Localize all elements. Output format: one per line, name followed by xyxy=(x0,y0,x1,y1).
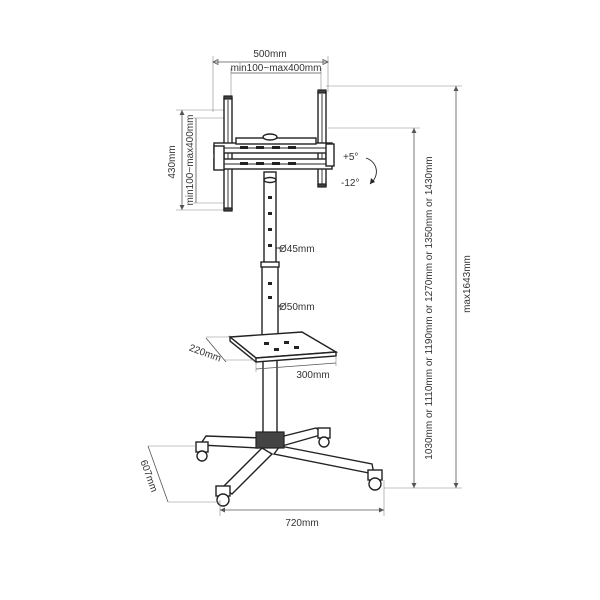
base-width-dimension xyxy=(219,480,385,516)
shelf-depth-label: 220mm xyxy=(187,343,222,365)
tilt-arrow-icon xyxy=(365,157,377,185)
bracket-height-dimension xyxy=(176,109,225,211)
base-width-label: 720mm xyxy=(285,518,318,529)
bracket-width-dimension xyxy=(212,56,329,112)
upper-pole-diameter-label: Ø45mm xyxy=(279,244,315,255)
shelf-width-dimension xyxy=(255,356,337,372)
bracket-width-label: 500mm xyxy=(253,49,286,60)
pole xyxy=(260,171,280,437)
tilt-down-label: -12° xyxy=(341,178,359,189)
caster-front-left xyxy=(215,485,231,507)
caster-back-right xyxy=(317,427,331,448)
vesa-horizontal-label: min100~max400mm xyxy=(231,63,322,74)
lower-pole-diameter-label: Ø50mm xyxy=(279,302,315,313)
shelf-width-label: 300mm xyxy=(296,370,329,381)
shelf-depth-dimension xyxy=(205,336,256,363)
center-heights-dimension xyxy=(328,127,420,489)
base-depth-dimension xyxy=(147,445,220,503)
base-depth-label: 607mm xyxy=(137,459,159,494)
vesa-vertical-label: min100~max400mm xyxy=(185,115,196,206)
tilt-up-label: +5° xyxy=(343,152,358,163)
center-heights-label: 1030mm or 1110mm or 1190mm or 1270mm or … xyxy=(424,156,435,459)
bracket-height-label: 430mm xyxy=(167,145,178,178)
caster-back-left xyxy=(195,441,209,462)
max-height-dimension xyxy=(326,85,462,489)
shelf xyxy=(228,331,339,364)
caster-front-right xyxy=(367,469,383,491)
vesa-horizontal-dimension xyxy=(230,68,322,98)
vesa-vertical-dimension xyxy=(193,117,225,204)
max-height-label: max1643mm xyxy=(462,255,473,313)
base xyxy=(195,427,383,507)
tv-bracket xyxy=(213,89,335,212)
